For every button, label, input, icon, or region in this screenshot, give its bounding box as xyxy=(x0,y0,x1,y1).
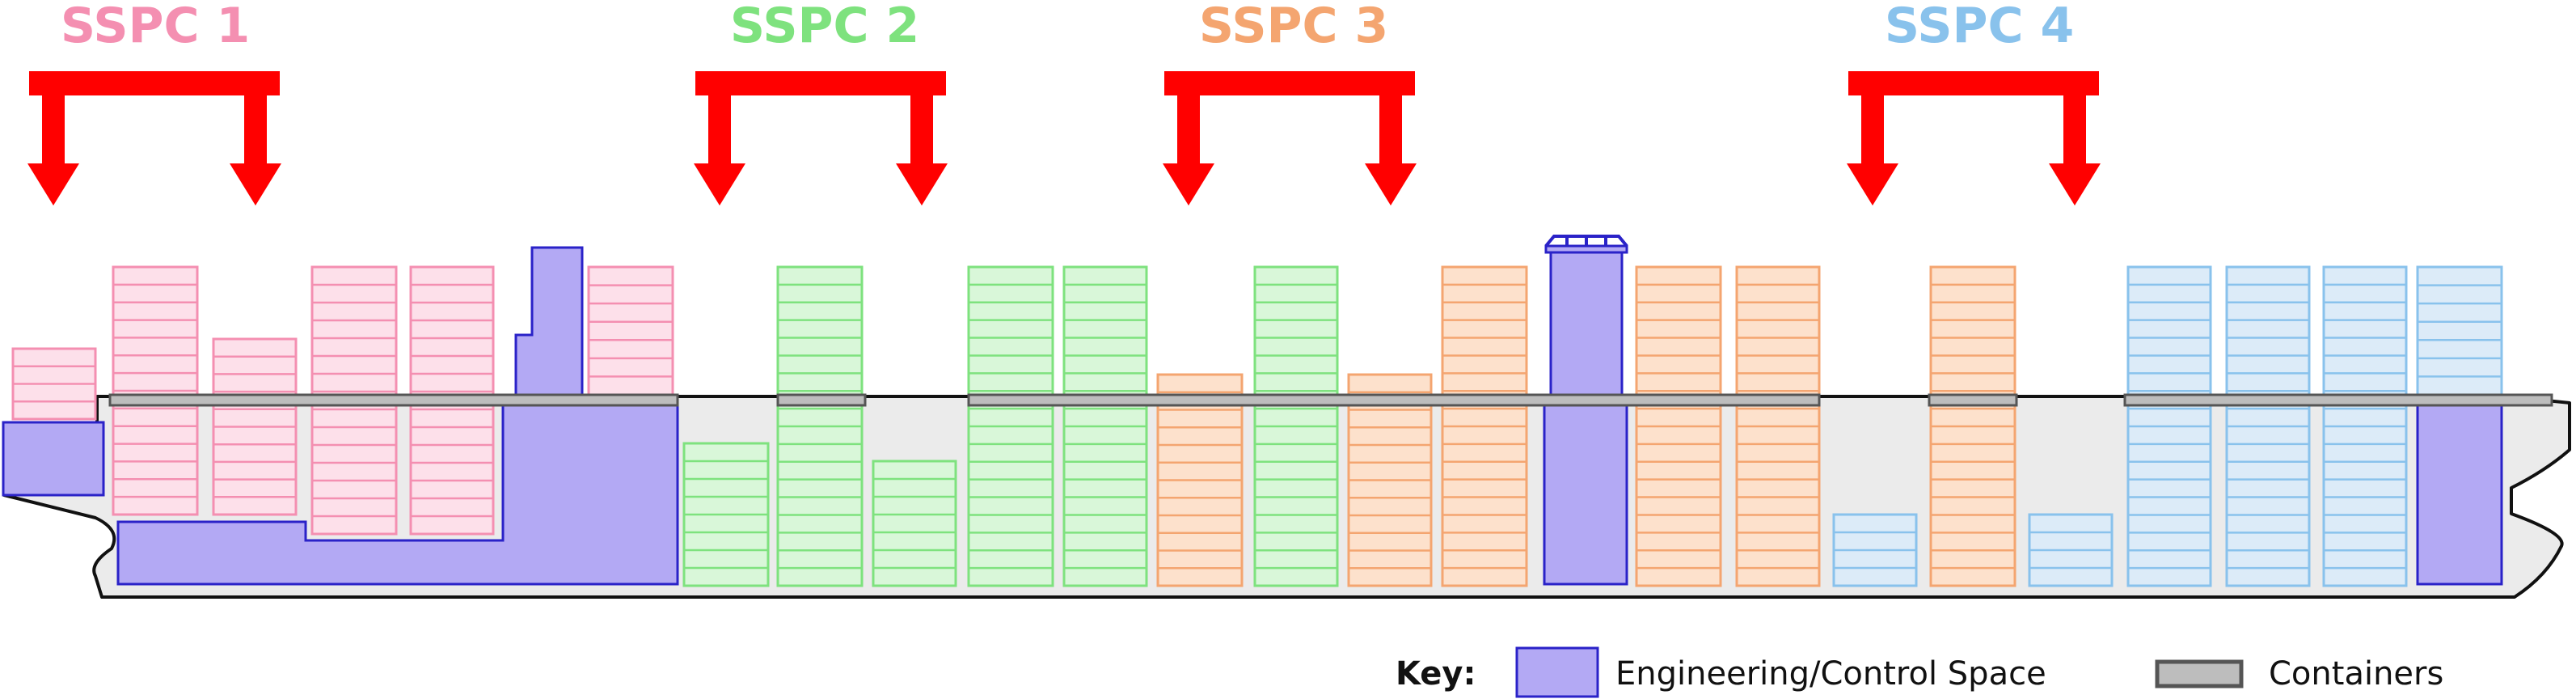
arrow-head-right xyxy=(1365,163,1417,205)
arrow-shaft xyxy=(2063,95,2086,165)
zone-boundary-arrows xyxy=(27,71,2101,205)
zone-title-sspc-1: SSPC 1 xyxy=(61,0,250,54)
arrow-head-right xyxy=(2049,163,2101,205)
arrow-shaft xyxy=(1379,95,1402,165)
arrow-shaft xyxy=(910,95,933,165)
container-stack-8 xyxy=(776,265,864,587)
zone-arrow-sspc-4 xyxy=(1847,71,2101,205)
container-stack-13 xyxy=(1156,373,1244,587)
forward-engineering-space xyxy=(2,421,105,497)
engineering-trunk xyxy=(514,246,584,396)
arrow-shaft xyxy=(708,95,731,165)
deck-strip-3 xyxy=(967,393,1821,407)
zone-title-sspc-4: SSPC 4 xyxy=(1885,0,2074,54)
arrow-shaft xyxy=(1861,95,1884,165)
engineering-label: Engineering/Control Space xyxy=(1615,655,2046,693)
bridge-deck xyxy=(1544,244,1628,254)
container-stack-2 xyxy=(112,265,199,516)
arrow-head-right xyxy=(230,163,281,205)
arrow-head-left xyxy=(1163,163,1214,205)
container-stack-17 xyxy=(1735,265,1821,587)
container-stack-frame xyxy=(872,460,957,587)
deck-strip-5 xyxy=(2123,393,2553,407)
bridge-railing xyxy=(1544,235,1628,248)
zone-titles: SSPC 1 SSPC 2 SSPC 3 SSPC 4 xyxy=(61,0,2074,54)
deck-strip-1 xyxy=(108,393,679,407)
deck-strip-4 xyxy=(1928,393,2018,407)
deckhouse xyxy=(1549,249,1624,396)
arrow-head-left xyxy=(694,163,745,205)
arrow-head-left xyxy=(1847,163,1898,205)
container-stack-22 xyxy=(2225,265,2311,587)
container-stack-18 xyxy=(1929,265,2016,587)
container-stack-21 xyxy=(2126,265,2212,587)
arrow-bar xyxy=(1164,71,1415,95)
deck-strip-2 xyxy=(776,393,867,407)
arrow-bar xyxy=(695,71,946,95)
key-legend: Key: Engineering/Control Space Container… xyxy=(1396,646,2443,698)
zone-arrow-sspc-2 xyxy=(694,71,948,205)
container-stack-14 xyxy=(1347,373,1433,587)
arrow-shaft xyxy=(42,95,65,165)
arrow-shaft xyxy=(1177,95,1200,165)
container-stack-23 xyxy=(2322,265,2408,587)
arrow-shaft xyxy=(244,95,267,165)
arrow-head-left xyxy=(27,163,79,205)
container-stack-12 xyxy=(1253,265,1339,587)
arrow-head-right xyxy=(896,163,948,205)
ship-profile xyxy=(2,235,2571,599)
zone-arrow-sspc-1 xyxy=(27,71,281,205)
engineering-swatch xyxy=(1515,646,1599,698)
zone-title-sspc-3: SSPC 3 xyxy=(1199,0,1388,54)
containers-label: Containers xyxy=(2269,655,2443,693)
container-stack-6 xyxy=(587,265,674,396)
container-stack-11 xyxy=(1062,265,1148,587)
aft-engineering-space xyxy=(2416,398,2503,586)
container-stack-15 xyxy=(1441,265,1528,587)
container-stack-3 xyxy=(212,337,298,516)
container-stack-1 xyxy=(11,347,97,421)
container-stack-24 xyxy=(2416,265,2503,396)
container-stack-frame xyxy=(2416,265,2503,396)
arrow-bar xyxy=(1848,71,2099,95)
container-stack-19 xyxy=(1832,513,1918,587)
zone-title-sspc-2: SSPC 2 xyxy=(730,0,919,54)
container-stack-10 xyxy=(967,265,1054,587)
key-title: Key: xyxy=(1396,655,1476,693)
arrow-bar xyxy=(29,71,280,95)
containers-swatch xyxy=(2155,659,2244,688)
midship-engineering-space xyxy=(1543,395,1628,586)
container-stack-20 xyxy=(2028,513,2114,587)
zone-arrow-sspc-3 xyxy=(1163,71,1417,205)
container-stack-9 xyxy=(872,460,957,587)
container-stack-7 xyxy=(682,442,770,587)
container-stack-16 xyxy=(1635,265,1722,587)
